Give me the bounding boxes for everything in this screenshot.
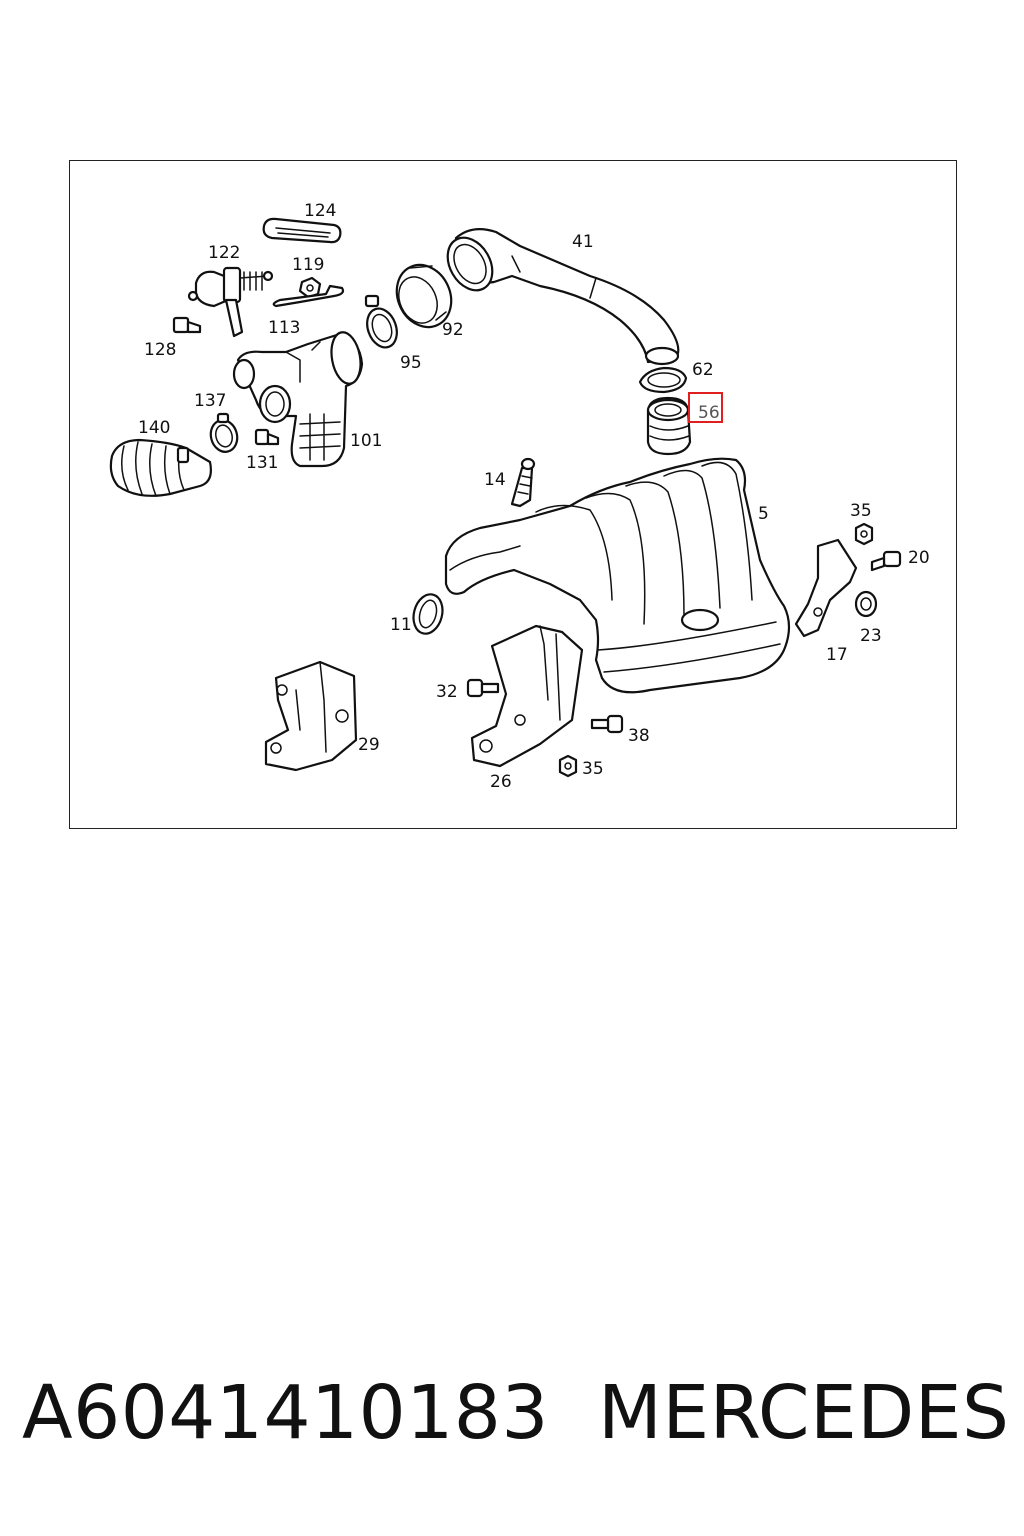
callout-32: 32 (436, 682, 458, 702)
callout-137: 137 (194, 391, 226, 411)
callout-23: 23 (860, 626, 882, 646)
part-26 (470, 624, 584, 768)
part-62 (638, 366, 688, 394)
caption: A6041410183 MERCEDES (22, 1370, 1022, 1470)
part-14 (510, 457, 536, 508)
highlight-box-56 (688, 392, 723, 423)
callout-35-upper: 35 (850, 501, 872, 521)
part-20 (870, 550, 902, 572)
callout-35-lower: 35 (582, 759, 604, 779)
part-29 (264, 660, 358, 772)
part-95 (364, 294, 398, 349)
callout-131: 131 (246, 453, 278, 473)
part-11 (412, 593, 444, 635)
callout-62: 62 (692, 360, 714, 380)
callout-113: 113 (268, 318, 300, 338)
part-128 (172, 316, 202, 334)
part-35-upper (854, 522, 874, 546)
callout-95: 95 (400, 353, 422, 373)
callout-92: 92 (442, 320, 464, 340)
part-113 (272, 284, 345, 308)
part-number: A6041410183 (22, 1370, 549, 1456)
part-137 (209, 412, 239, 453)
part-17 (794, 538, 858, 638)
callout-17: 17 (826, 645, 848, 665)
part-140 (109, 438, 212, 497)
part-101 (232, 331, 364, 468)
part-122 (187, 266, 274, 338)
callout-101: 101 (350, 431, 382, 451)
part-5 (444, 457, 791, 694)
callout-128: 128 (144, 340, 176, 360)
part-32 (466, 678, 500, 698)
part-41 (446, 227, 680, 366)
part-35-lower (558, 754, 578, 778)
callout-119: 119 (292, 255, 324, 275)
callout-140: 140 (138, 418, 170, 438)
callout-20: 20 (908, 548, 930, 568)
callout-29: 29 (358, 735, 380, 755)
callout-56: 56 (698, 403, 720, 423)
callout-26: 26 (490, 772, 512, 792)
part-23 (854, 590, 878, 618)
diagram-frame (69, 160, 957, 829)
callout-11: 11 (390, 615, 412, 635)
brand-name: MERCEDES (598, 1370, 1010, 1456)
part-92 (395, 263, 453, 329)
part-56 (646, 396, 692, 456)
part-124 (262, 217, 342, 244)
callout-5: 5 (758, 504, 769, 524)
callout-38: 38 (628, 726, 650, 746)
part-131 (254, 428, 280, 446)
part-38 (590, 714, 624, 734)
callout-41: 41 (572, 232, 594, 252)
callout-122: 122 (208, 243, 240, 263)
callout-124: 124 (304, 201, 336, 221)
callout-14: 14 (484, 470, 506, 490)
